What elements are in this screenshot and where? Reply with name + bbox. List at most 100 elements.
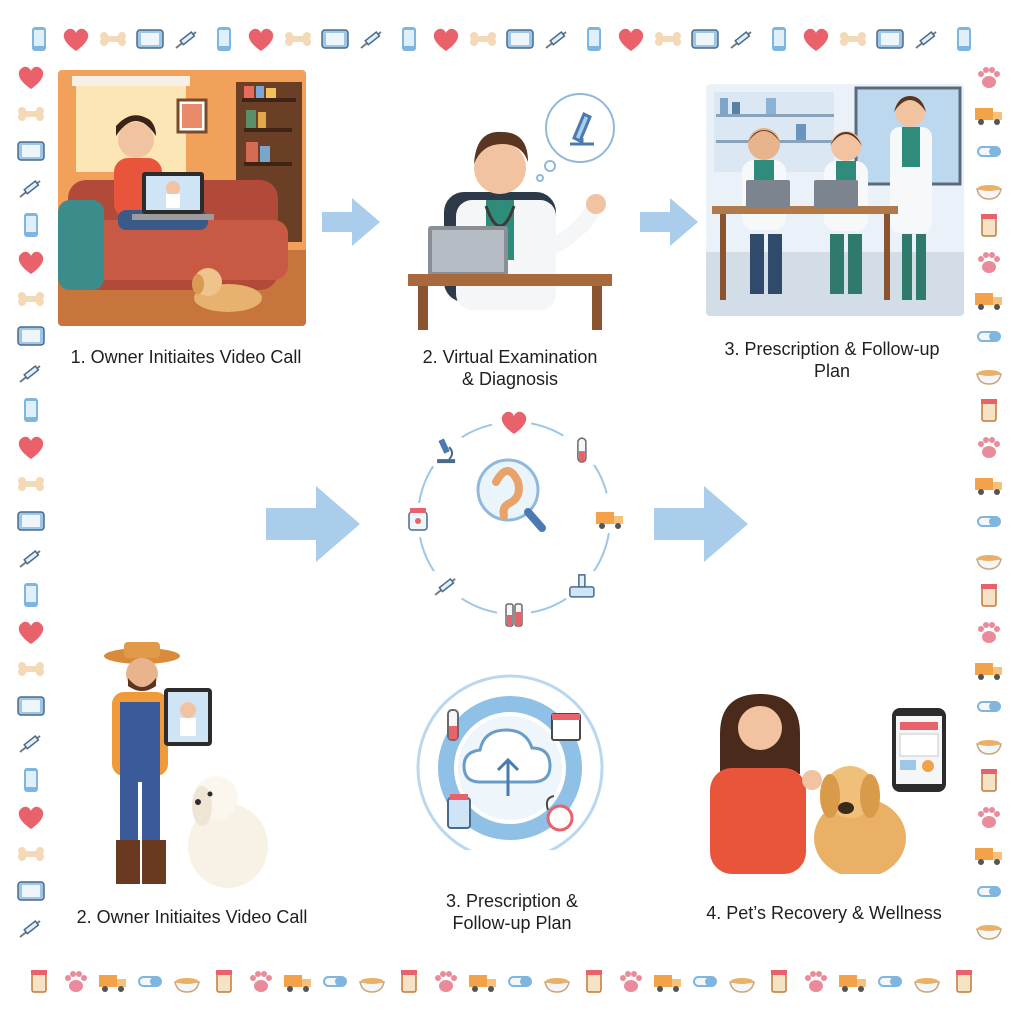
pill-icon xyxy=(873,966,907,996)
phone-icon xyxy=(14,765,48,795)
pill-bottle-icon xyxy=(577,966,611,996)
pill-bottle-icon xyxy=(22,966,56,996)
pill-icon xyxy=(503,966,537,996)
heart-icon xyxy=(14,802,48,832)
phone-icon xyxy=(392,24,426,54)
tablet-icon xyxy=(318,24,352,54)
lab-equipment-icon xyxy=(564,570,599,601)
food-bowl-icon xyxy=(972,913,1006,943)
blood-sample-icon xyxy=(497,599,531,629)
bone-icon xyxy=(836,24,870,54)
step-3-caption: 3. Prescription & Follow-up Plan xyxy=(724,339,940,381)
test-tube-icon xyxy=(564,435,599,466)
heart-icon xyxy=(614,24,648,54)
phone-icon xyxy=(207,24,241,54)
tablet-icon xyxy=(503,24,537,54)
delivery-truck-icon xyxy=(593,503,627,533)
pill-icon xyxy=(972,691,1006,721)
medicine-jar-icon xyxy=(401,503,435,533)
heart-icon xyxy=(799,24,833,54)
calendar-icon xyxy=(551,713,581,741)
paw-icon xyxy=(972,802,1006,832)
arrow-icon xyxy=(640,198,698,246)
syringe-icon xyxy=(170,24,204,54)
pill-icon xyxy=(972,136,1006,166)
bone-icon xyxy=(14,469,48,499)
bone-icon xyxy=(466,24,500,54)
food-bowl-icon xyxy=(170,966,204,996)
step-1-caption: 1. Owner Initiaites Video Call xyxy=(70,347,302,367)
vet-laptop-illustration xyxy=(408,93,615,330)
heart-icon xyxy=(14,247,48,277)
test-tube-icon xyxy=(447,709,459,741)
vet-team-illustration xyxy=(706,84,964,316)
food-bowl-icon xyxy=(355,966,389,996)
pill-icon xyxy=(972,321,1006,351)
pill-bottle-icon xyxy=(972,580,1006,610)
pill-icon xyxy=(133,966,167,996)
scene-owner-video-call xyxy=(58,70,306,326)
truck-icon xyxy=(281,966,315,996)
pill-icon xyxy=(688,966,722,996)
syringe-icon xyxy=(725,24,759,54)
pill-icon xyxy=(972,506,1006,536)
bone-icon xyxy=(14,654,48,684)
phone-icon xyxy=(14,395,48,425)
step-5-caption: 3. Prescription & Follow-up Plan xyxy=(445,891,579,933)
cloud-upload-icon xyxy=(462,728,552,796)
syringe-icon xyxy=(14,543,48,573)
tablet-icon xyxy=(14,321,48,351)
pill-icon xyxy=(972,876,1006,906)
food-bowl-icon xyxy=(540,966,574,996)
heart-icon xyxy=(244,24,278,54)
heart-icon xyxy=(14,62,48,92)
truck-icon xyxy=(972,654,1006,684)
microscope-icon xyxy=(429,435,464,466)
phone-icon xyxy=(577,24,611,54)
pill-bottle-icon xyxy=(972,765,1006,795)
tablet-icon xyxy=(873,24,907,54)
truck-icon xyxy=(651,966,685,996)
phone-icon xyxy=(947,24,981,54)
pill-icon xyxy=(318,966,352,996)
syringe-icon xyxy=(910,24,944,54)
syringe-icon xyxy=(14,728,48,758)
bone-icon xyxy=(14,99,48,129)
pill-bottle-icon xyxy=(762,966,796,996)
bone-icon xyxy=(14,839,48,869)
syringe-icon xyxy=(429,570,464,601)
food-bowl-icon xyxy=(725,966,759,996)
phone-icon xyxy=(762,24,796,54)
tablet-icon xyxy=(133,24,167,54)
paw-icon xyxy=(59,966,93,996)
paw-icon xyxy=(429,966,463,996)
pill-bottle-icon xyxy=(947,966,981,996)
pill-bottle-icon xyxy=(972,210,1006,240)
cloud-upload-diagram xyxy=(416,674,604,850)
truck-icon xyxy=(972,469,1006,499)
step-6-caption: 4. Pet’s Recovery & Wellness xyxy=(706,903,942,923)
heart-icon xyxy=(429,24,463,54)
scene-farmer-tablet xyxy=(98,640,278,892)
truck-icon xyxy=(972,839,1006,869)
paw-icon xyxy=(244,966,278,996)
syringe-icon xyxy=(14,913,48,943)
truck-icon xyxy=(466,966,500,996)
bone-icon xyxy=(96,24,130,54)
medicine-jar-icon xyxy=(447,794,471,829)
truck-icon xyxy=(96,966,130,996)
heart-icon xyxy=(497,407,531,437)
tablet-icon xyxy=(14,876,48,906)
paw-icon xyxy=(799,966,833,996)
syringe-icon xyxy=(14,173,48,203)
tablet-icon xyxy=(14,506,48,536)
truck-icon xyxy=(972,99,1006,129)
food-bowl-icon xyxy=(972,358,1006,388)
phone-icon xyxy=(14,580,48,610)
food-bowl-icon xyxy=(972,728,1006,758)
farmer-dog-illustration xyxy=(104,642,268,888)
food-bowl-icon xyxy=(972,173,1006,203)
paw-icon xyxy=(972,62,1006,92)
tablet-icon xyxy=(688,24,722,54)
